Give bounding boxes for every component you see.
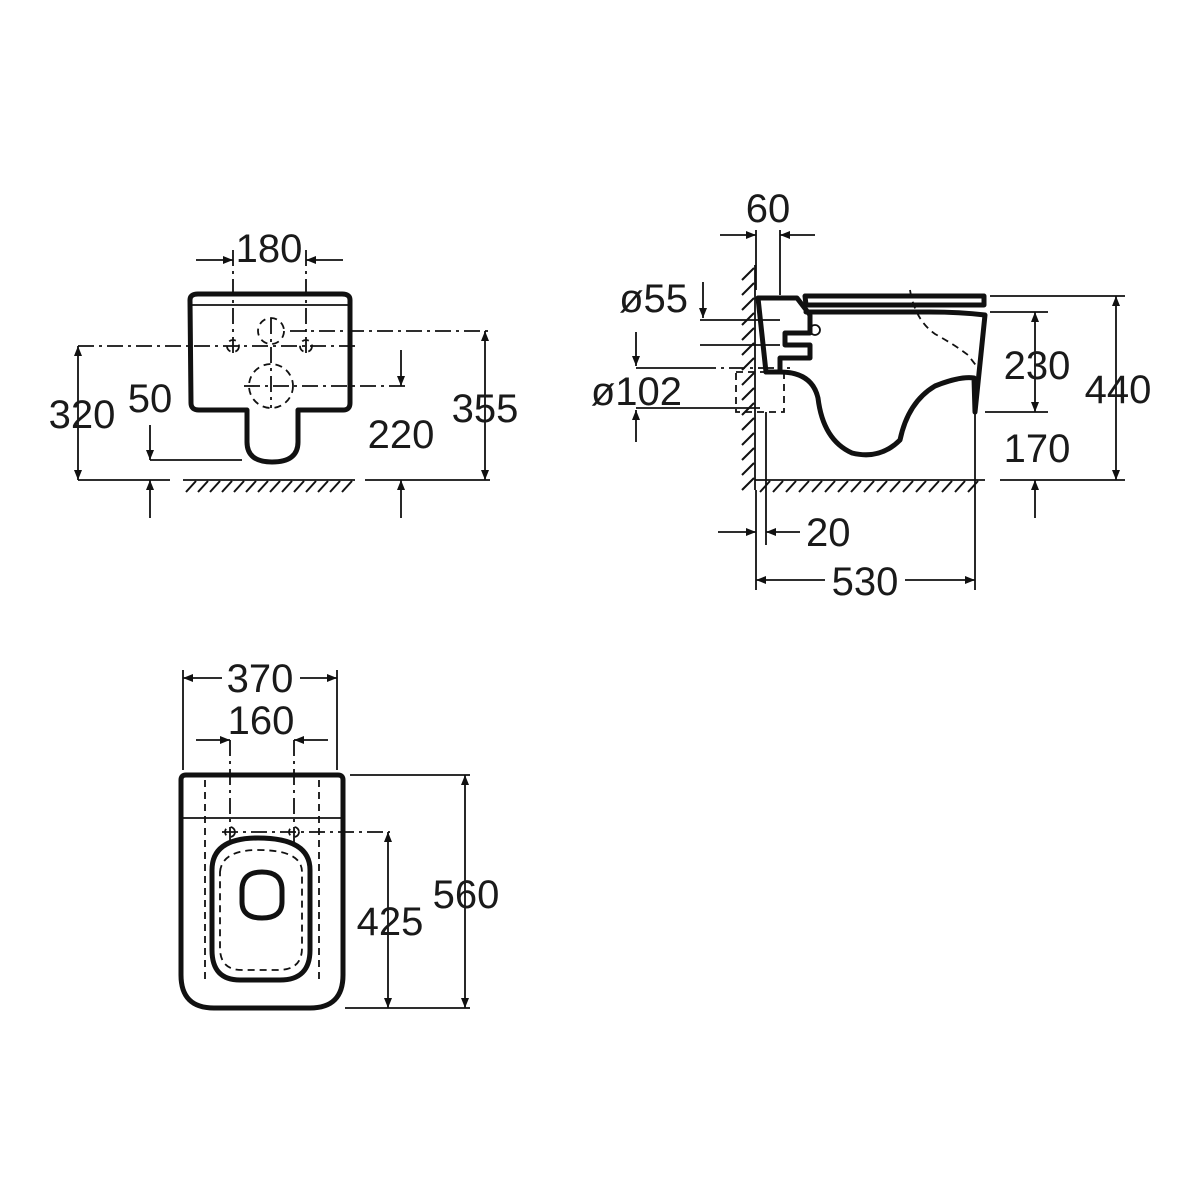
front-floor-hatch [183, 479, 355, 493]
front-bowl-body [187, 291, 353, 465]
front-view: 180 320 50 220 355 [49, 227, 519, 518]
side-dim-230: 230 [1004, 344, 1071, 388]
side-seat [802, 293, 987, 308]
side-view: 60 ø55 ø102 230 440 170 20 530 [591, 187, 1152, 604]
side-wall-hatch [741, 265, 756, 491]
front-dim-180: 180 [236, 227, 303, 271]
top-dim-370: 370 [227, 657, 294, 701]
front-dim-320: 320 [49, 393, 116, 437]
front-dim-355: 355 [452, 387, 519, 431]
side-dim-20: 20 [806, 511, 851, 555]
side-bracket [755, 295, 813, 375]
top-bowl-outline [178, 772, 346, 1011]
side-bowl-body [763, 309, 988, 458]
top-seat-outline [209, 835, 313, 983]
side-dim-170: 170 [1004, 427, 1071, 471]
top-dim-425: 425 [357, 900, 424, 944]
side-dim-60: 60 [746, 187, 791, 231]
front-dim-50: 50 [128, 377, 173, 421]
side-dim-inlet-diameter: ø55 [619, 277, 688, 321]
side-dim-outlet-diameter: ø102 [591, 370, 682, 414]
side-floor-hatch [755, 479, 985, 493]
side-dim-530: 530 [832, 560, 899, 604]
top-dim-560: 560 [433, 873, 500, 917]
front-dim-220: 220 [368, 413, 435, 457]
top-dim-160: 160 [228, 699, 295, 743]
top-bowl-opening [239, 869, 285, 921]
side-dim-440: 440 [1085, 368, 1152, 412]
top-view: 370 160 425 560 [178, 657, 500, 1011]
